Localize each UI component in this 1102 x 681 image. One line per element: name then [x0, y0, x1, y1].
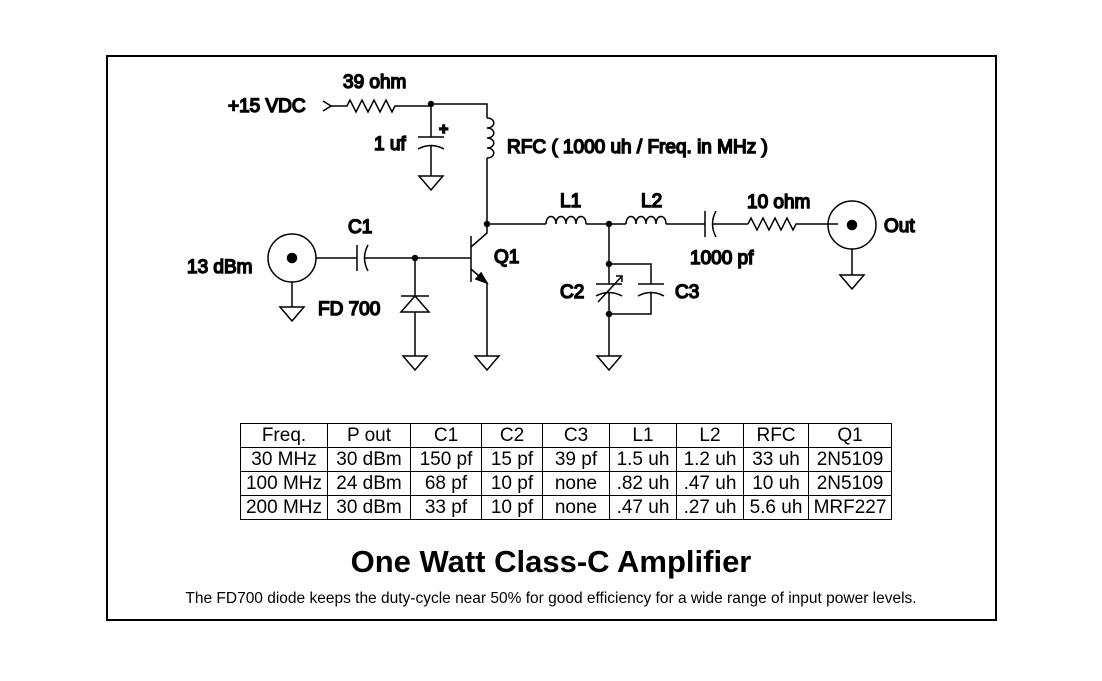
cap-1000pf-label: 1000 pf	[690, 248, 754, 269]
column-header: L2	[676, 423, 744, 448]
rfc-inductor	[486, 117, 495, 224]
table-cell: 33 uh	[743, 447, 809, 472]
inductor-l1	[545, 215, 626, 225]
shunt-capacitors	[595, 224, 665, 372]
table-row: 100 MHz 24 dBm 68 pf 10 pf none .82 uh .…	[240, 471, 892, 496]
capacitor-c1	[316, 244, 456, 272]
r2-label: 10 ohm	[747, 192, 810, 213]
column-header: RFC	[743, 423, 809, 448]
table-cell: 30 dBm	[327, 495, 411, 520]
table-cell: .47 uh	[609, 495, 677, 520]
c1-label: C1	[348, 217, 372, 238]
column-header: C3	[542, 423, 610, 448]
table-cell: 2N5109	[808, 471, 892, 496]
table-header-row: Freq. P out C1 C2 C3 L1 L2 RFC Q1	[240, 423, 892, 448]
diagram-frame	[106, 55, 997, 621]
table-cell: 200 MHz	[240, 495, 328, 520]
table-cell: none	[542, 471, 610, 496]
column-header: P out	[327, 423, 411, 448]
column-header: Q1	[808, 423, 892, 448]
table-cell: 2N5109	[808, 447, 892, 472]
input-connector	[267, 233, 317, 323]
component-values-table: Freq. P out C1 C2 C3 L1 L2 RFC Q1 30 MHz…	[240, 423, 892, 520]
table-cell: 10 pf	[481, 495, 543, 520]
table-cell: .27 uh	[676, 495, 744, 520]
table-row: 30 MHz 30 dBm 150 pf 15 pf 39 pf 1.5 uh …	[240, 447, 892, 472]
capacitor-1uf	[417, 104, 445, 176]
table-row: 200 MHz 30 dBm 33 pf 10 pf none .47 uh .…	[240, 495, 892, 520]
resistor-39-ohm	[331, 98, 431, 114]
table-cell: 10 pf	[481, 471, 543, 496]
r1-label: 39 ohm	[343, 72, 406, 93]
column-header: C1	[410, 423, 482, 448]
output-connector	[827, 200, 877, 291]
table-cell: 24 dBm	[327, 471, 411, 496]
diagram-title: One Watt Class-C Amplifier	[350, 544, 752, 579]
table-cell: 30 MHz	[240, 447, 328, 472]
table-cell: 39 pf	[542, 447, 610, 472]
table-cell: .47 uh	[676, 471, 744, 496]
table-cell: 68 pf	[410, 471, 482, 496]
table-cell: 1.2 uh	[676, 447, 744, 472]
inductor-l2	[625, 215, 705, 225]
table-cell: 15 pf	[481, 447, 543, 472]
table-cell: 30 dBm	[327, 447, 411, 472]
supply-label: +15 VDC	[228, 96, 306, 117]
cap-1uf-label: 1 uf	[374, 134, 406, 155]
table-cell: 1.5 uh	[609, 447, 677, 472]
input-label: 13 dBm	[187, 257, 252, 278]
table-cell: 5.6 uh	[743, 495, 809, 520]
column-header: C2	[481, 423, 543, 448]
l2-label: L2	[641, 191, 662, 212]
supply-input-symbol	[322, 100, 333, 112]
resistor-10-ohm	[747, 216, 838, 232]
table-cell: 10 uh	[743, 471, 809, 496]
c2-label: C2	[560, 282, 584, 303]
c3-label: C3	[675, 282, 699, 303]
diode-label: FD 700	[318, 299, 380, 320]
ground-symbol	[417, 175, 445, 192]
diode-fd700	[399, 258, 431, 372]
column-header: L1	[609, 423, 677, 448]
table-cell: 150 pf	[410, 447, 482, 472]
table-cell: 33 pf	[410, 495, 482, 520]
diagram-caption: The FD700 diode keeps the duty-cycle nea…	[185, 590, 917, 607]
output-label: Out	[884, 216, 915, 237]
q1-label: Q1	[494, 247, 519, 268]
supply-wire	[431, 103, 488, 118]
table-cell: 100 MHz	[240, 471, 328, 496]
table-cell: .82 uh	[609, 471, 677, 496]
transistor-q1	[456, 224, 501, 372]
column-header: Freq.	[240, 423, 328, 448]
table-cell: MRF227	[808, 495, 892, 520]
table-cell: none	[542, 495, 610, 520]
polarity-plus: +	[439, 121, 448, 138]
capacitor-1000pf	[704, 210, 748, 238]
l1-label: L1	[560, 191, 581, 212]
rfc-label: RFC ( 1000 uh / Freq. in MHz )	[507, 137, 768, 158]
